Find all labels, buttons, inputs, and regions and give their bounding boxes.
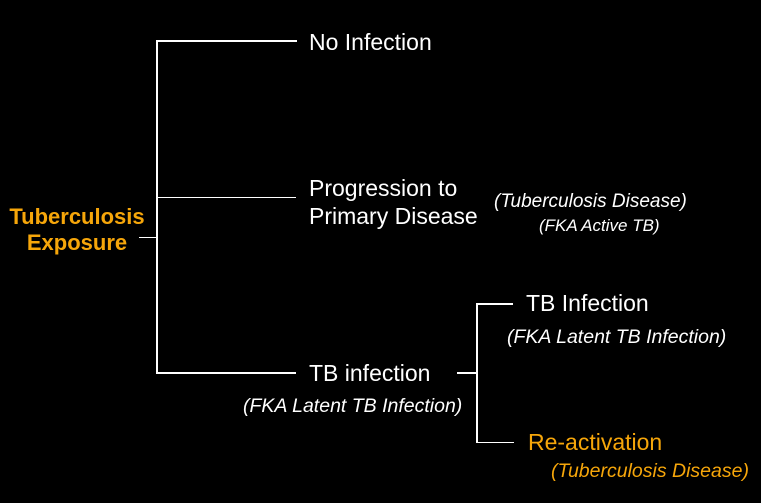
- sub-bracket-vertical-line: [476, 303, 478, 443]
- no-infection-label: No Infection: [309, 29, 432, 55]
- root-label-line2: Exposure: [26, 230, 128, 255]
- primary-disease-note-line1: (Tuberculosis Disease): [494, 191, 687, 212]
- branch-line-primary-disease: [156, 196, 296, 198]
- root-label-tuberculosis-exposure: Tuberculosis Exposure: [6, 204, 148, 256]
- main-bracket-vertical-line: [156, 40, 158, 374]
- primary-disease-label-line2: Primary Disease: [309, 203, 478, 229]
- primary-disease-note-line2: (FKA Active TB): [539, 216, 660, 235]
- tb-infection-child-label: TB Infection: [526, 290, 649, 316]
- root-connector-line: [139, 236, 156, 238]
- branch-line-tb-infection-child: [476, 303, 513, 305]
- primary-disease-label: Progression to Primary Disease: [309, 174, 478, 230]
- root-label-line1: Tuberculosis: [9, 204, 145, 229]
- tb-infection-note: (FKA Latent TB Infection): [243, 395, 463, 417]
- reactivation-label: Re-activation: [528, 429, 663, 455]
- primary-disease-label-line1: Progression to: [309, 175, 458, 201]
- branch-line-reactivation: [476, 441, 514, 443]
- tb-infection-child-note: (FKA Latent TB Infection): [507, 326, 727, 348]
- branch-line-no-infection: [156, 40, 297, 42]
- tb-infection-label: TB infection: [309, 360, 431, 386]
- reactivation-note: (Tuberculosis Disease): [551, 460, 749, 482]
- tb-infection-child-connector-line: [457, 372, 477, 374]
- branch-line-tb-infection: [156, 372, 296, 374]
